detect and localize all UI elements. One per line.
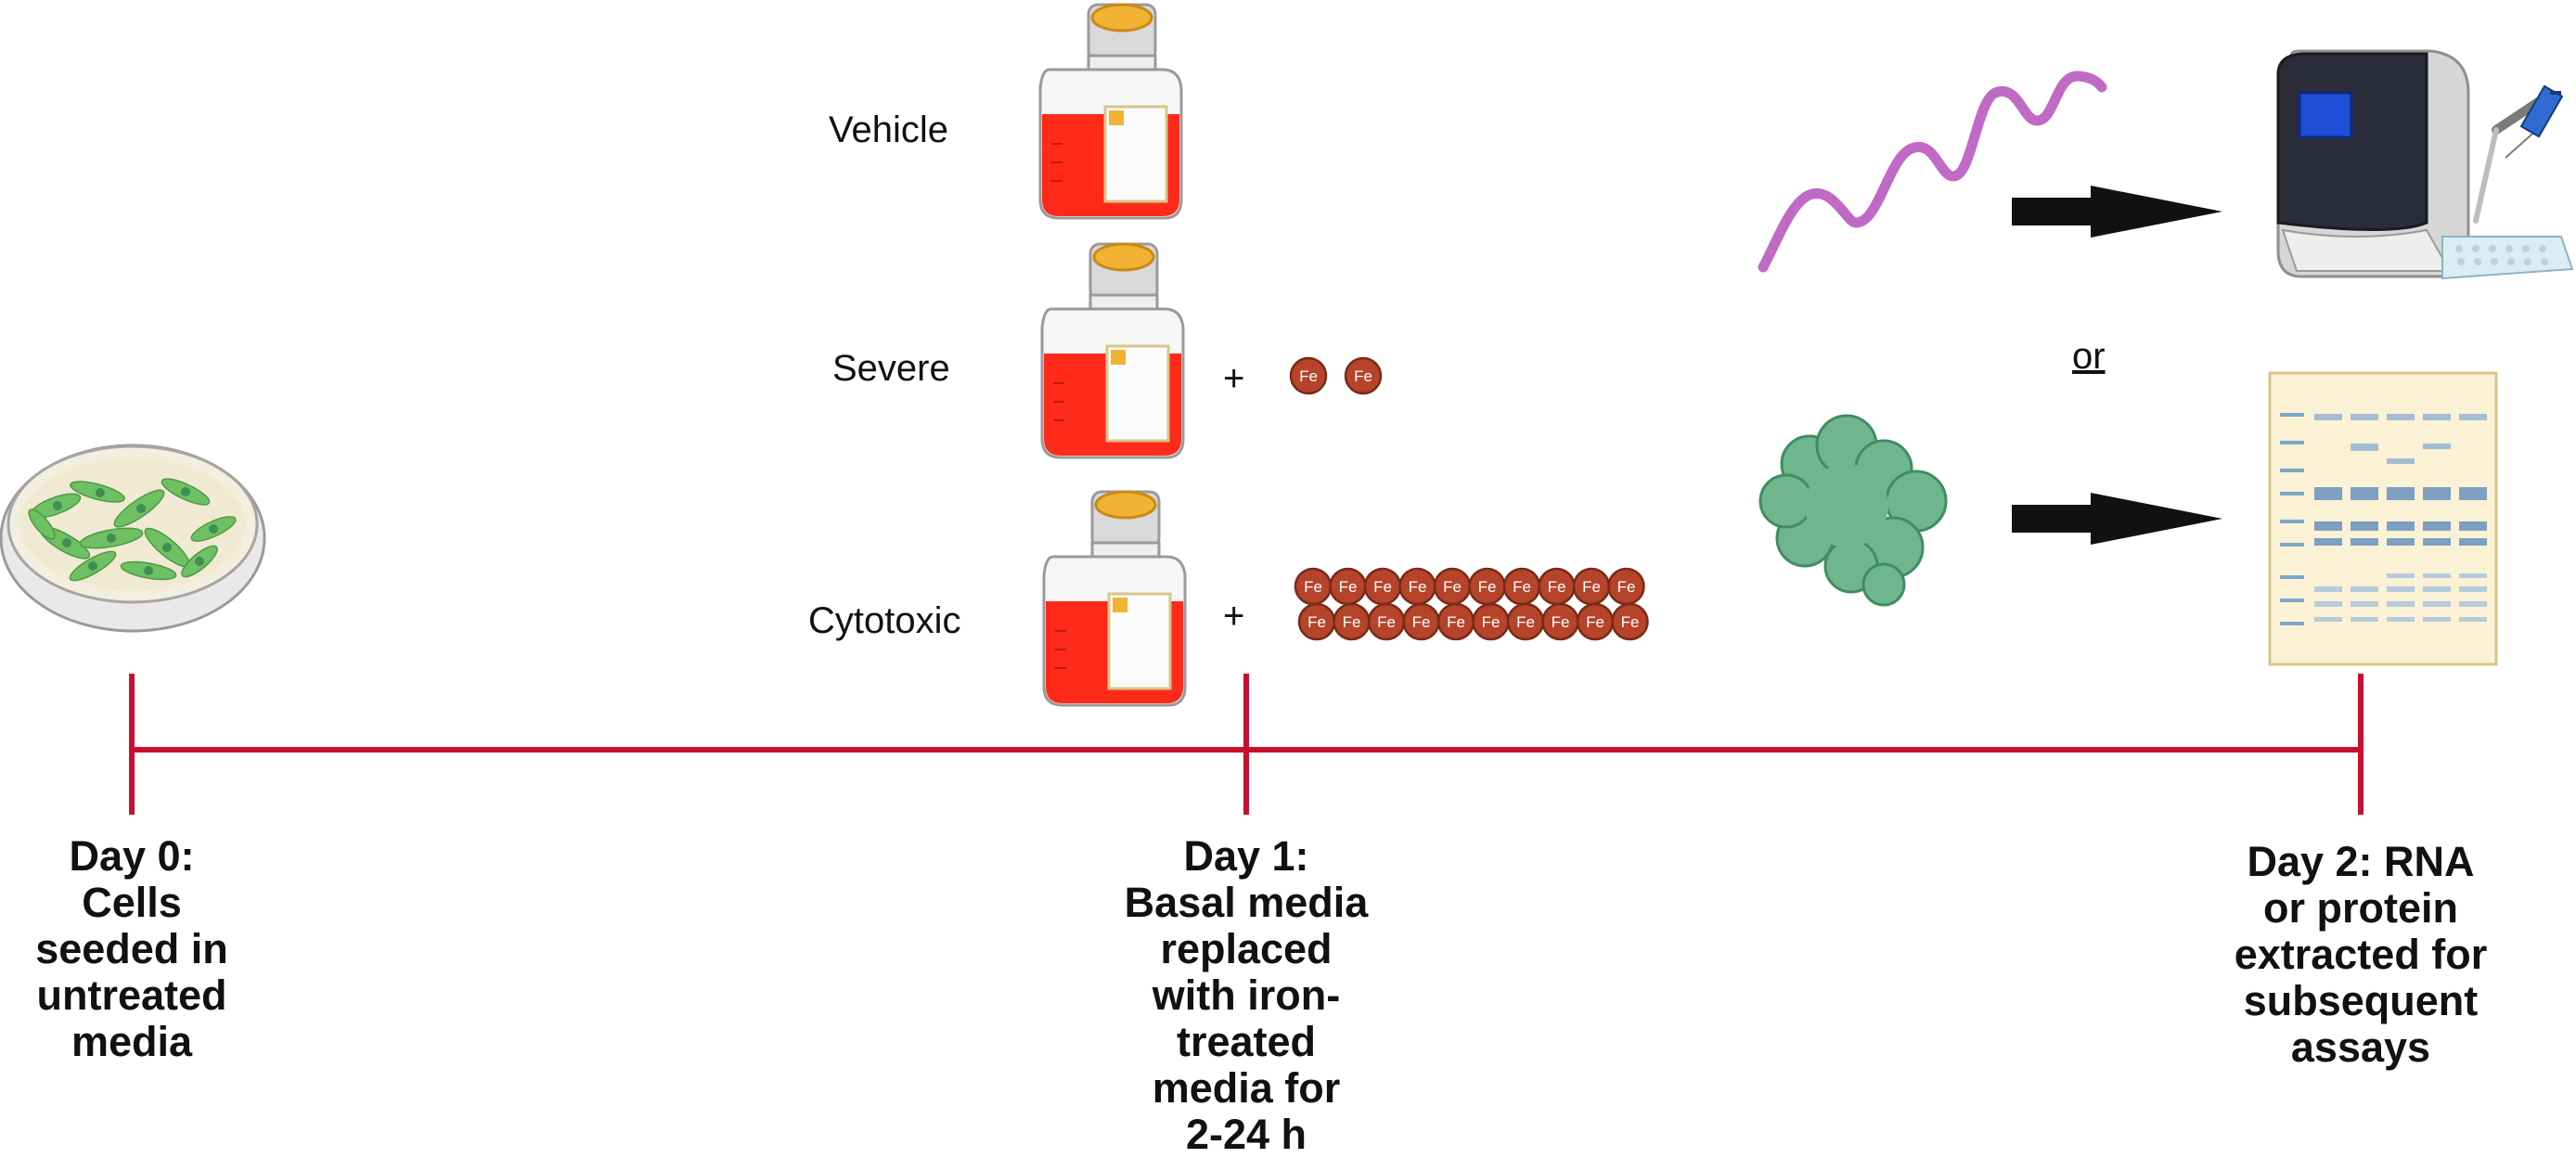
day1-line: treated	[1176, 1018, 1317, 1065]
day0-line: seeded in	[35, 925, 228, 972]
iron-particle-label: Fe	[1377, 613, 1396, 631]
pipette-icon	[2473, 84, 2564, 224]
day1-line: 2-24 h	[1185, 1111, 1307, 1158]
day0-line: Day 0:	[69, 832, 195, 880]
flask-icon	[1042, 490, 1187, 707]
flask-icon	[1038, 3, 1183, 220]
rna-strand-icon	[1758, 71, 2107, 273]
iron-particle-label: Fe	[1354, 367, 1372, 385]
flask-icon	[1040, 242, 1185, 459]
iron-particle-label: Fe	[1586, 613, 1604, 631]
iron-particle-label: Fe	[1582, 578, 1601, 596]
day1-line: replaced	[1160, 925, 1333, 972]
iron-particle-icon	[1611, 602, 1649, 641]
day0-line: media	[71, 1018, 193, 1065]
day0-line: untreated	[36, 971, 227, 1019]
iron-particle-label: Fe	[1339, 578, 1358, 596]
day1-line: media for	[1152, 1064, 1341, 1112]
or-label: or	[2072, 336, 2106, 377]
iron-particle-label: Fe	[1621, 613, 1640, 631]
day2-line: extracted for	[2234, 931, 2488, 978]
day2-line: or protein	[2263, 884, 2458, 932]
day0-line: Cells	[82, 879, 182, 926]
iron-particle-label: Fe	[1513, 578, 1531, 596]
iron-particle-label: Fe	[1552, 613, 1570, 631]
timeline	[129, 674, 2363, 815]
iron-particle-label: Fe	[1343, 613, 1361, 631]
day1-label: Day 1: Basal media replaced with iron- t…	[1079, 833, 1413, 1158]
western-blot-icon	[2268, 371, 2498, 666]
iron-particle-label: Fe	[1299, 367, 1318, 385]
day2-line: Day 2: RNA	[2247, 838, 2475, 885]
arrow-icon	[2012, 186, 2222, 238]
iron-particle-label: Fe	[1412, 613, 1431, 631]
day2-label: Day 2: RNA or protein extracted for subs…	[2184, 839, 2537, 1071]
condition-label-severe: Severe	[832, 348, 950, 389]
iron-particle-label: Fe	[1409, 578, 1427, 596]
iron-particle-label: Fe	[1478, 578, 1497, 596]
condition-label-cytotoxic: Cytotoxic	[808, 600, 961, 641]
petri-dish-icon	[0, 444, 266, 633]
iron-particle-label: Fe	[1548, 578, 1566, 596]
iron-particle-label: Fe	[1304, 578, 1322, 596]
protein-icon	[1758, 414, 1948, 607]
day1-line: Day 1:	[1183, 832, 1309, 880]
day2-line: assays	[2290, 1023, 2431, 1071]
iron-particle-label: Fe	[1516, 613, 1535, 631]
well-plate-icon	[2441, 236, 2574, 280]
iron-particle-label: Fe	[1482, 613, 1501, 631]
iron-particle-label: Fe	[1373, 578, 1392, 596]
day0-label: Day 0: Cells seeded in untreated media	[11, 833, 252, 1065]
iron-particle-label: Fe	[1307, 613, 1326, 631]
iron-particle-label: Fe	[1447, 613, 1465, 631]
day2-line: subsequent	[2243, 977, 2479, 1024]
day1-line: Basal media	[1124, 879, 1369, 926]
iron-particle-label: Fe	[1443, 578, 1462, 596]
arrow-icon	[2012, 493, 2222, 545]
day1-line: with iron-	[1152, 971, 1341, 1019]
plus-sign-severe: +	[1223, 358, 1245, 399]
plus-sign-cytotoxic: +	[1223, 596, 1245, 637]
iron-particle-label: Fe	[1617, 578, 1636, 596]
condition-label-vehicle: Vehicle	[829, 109, 948, 150]
qpcr-machine-icon	[2276, 49, 2470, 278]
